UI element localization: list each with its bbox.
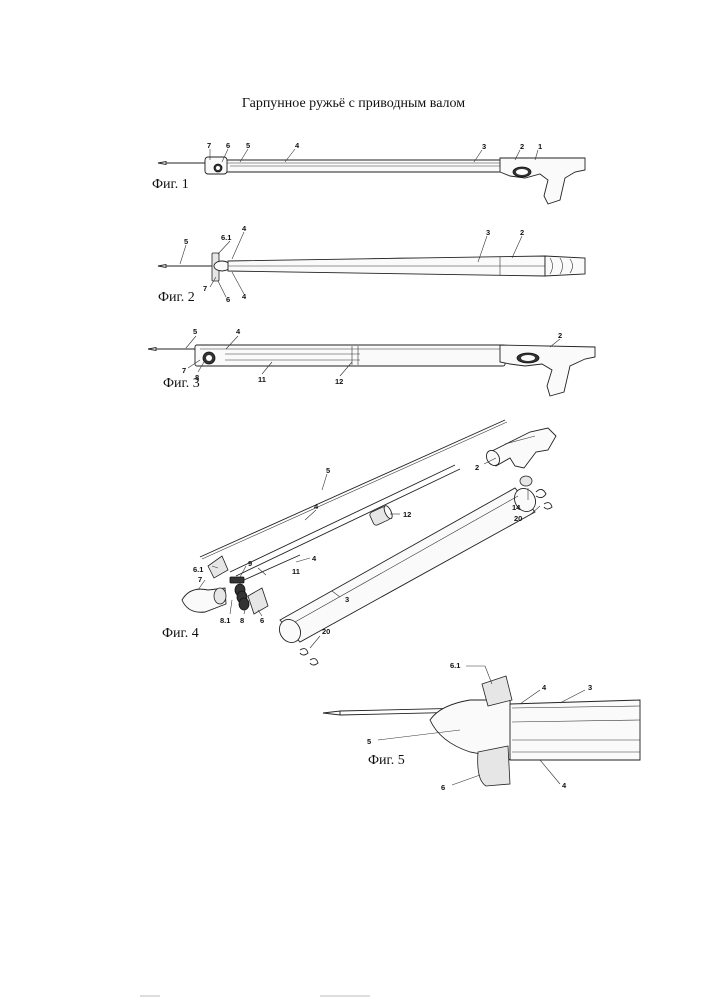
figure-5-drawing: 6.1 4 3 5 6 4 — [323, 661, 640, 792]
fig5-part-5: 5 — [367, 737, 371, 746]
fig4-part-3: 3 — [345, 595, 349, 604]
fig5-part-6: 6 — [441, 783, 445, 792]
fig4-part-4-lower: 4 — [312, 554, 317, 563]
fig3-part-8: 8 — [195, 373, 199, 382]
fig4-part-6: 6 — [260, 616, 264, 625]
fig2-part-6: 6 — [226, 295, 230, 304]
fig4-part-11: 11 — [292, 567, 300, 576]
fig3-part-11: 11 — [258, 375, 266, 384]
fig2-part-2: 2 — [520, 228, 524, 237]
fig4-part-2: 2 — [475, 463, 479, 472]
fig3-part-5: 5 — [193, 327, 197, 336]
figure-3-drawing: 5 4 2 7 8 11 12 — [148, 327, 595, 396]
fig2-part-4-bottom: 4 — [242, 292, 247, 301]
fig1-part-6: 6 — [226, 141, 230, 150]
fig2-part-4-top: 4 — [242, 224, 247, 233]
fig4-part-20-right: 20 — [514, 514, 522, 523]
fig4-part-7: 7 — [198, 575, 202, 584]
fig4-part-6-1: 6.1 — [193, 565, 203, 574]
fig4-part-20-left: 20 — [322, 627, 330, 636]
fig1-part-1: 1 — [538, 142, 542, 151]
fig4-part-14: 14 — [512, 503, 521, 512]
fig1-part-7: 7 — [207, 141, 211, 150]
fig3-part-7: 7 — [182, 366, 186, 375]
fig1-part-5: 5 — [246, 141, 250, 150]
fig4-part-9: 9 — [248, 559, 252, 568]
fig1-part-4: 4 — [295, 141, 300, 150]
fig1-part-3: 3 — [482, 142, 486, 151]
figure-1-drawing: 7 6 5 4 3 2 1 — [158, 141, 585, 204]
fig4-part-8: 8 — [240, 616, 244, 625]
fig1-part-2: 2 — [520, 142, 524, 151]
fig4-part-8-1: 8.1 — [220, 616, 230, 625]
fig2-part-5: 5 — [184, 237, 188, 246]
fig2-part-3: 3 — [486, 228, 490, 237]
figure-4-drawing: 5 4 12 2 14 20 6.1 9 4 11 7 8.1 8 6 3 20 — [182, 420, 556, 665]
fig3-part-4: 4 — [236, 327, 241, 336]
fig5-part-6-1: 6.1 — [450, 661, 460, 670]
fig5-part-4-top: 4 — [542, 683, 547, 692]
fig2-part-6-1: 6.1 — [221, 233, 231, 242]
fig5-part-4-bottom: 4 — [562, 781, 567, 790]
fig3-part-2: 2 — [558, 331, 562, 340]
fig4-part-5: 5 — [326, 466, 330, 475]
figure-2-drawing: 5 6.1 4 3 2 7 6 4 — [158, 224, 585, 304]
fig5-part-3: 3 — [588, 683, 592, 692]
fig4-part-12: 12 — [403, 510, 411, 519]
fig3-part-12: 12 — [335, 377, 343, 386]
fig2-part-7: 7 — [203, 284, 207, 293]
